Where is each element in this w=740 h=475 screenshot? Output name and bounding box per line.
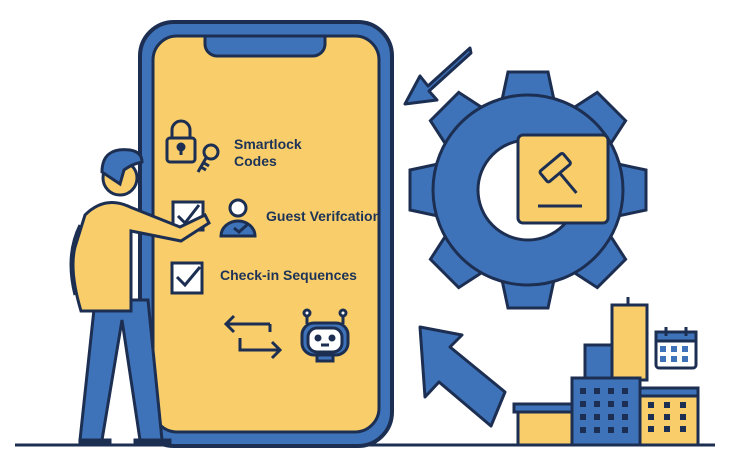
building-window — [608, 414, 614, 420]
building-window — [580, 414, 586, 420]
building-window — [608, 427, 614, 433]
feature-label-smartlock: Smartlock Codes — [234, 136, 302, 170]
building-window — [594, 414, 600, 420]
feature-label-guest-verification: Guest Verifcation — [266, 208, 382, 224]
building-window — [680, 414, 686, 420]
building-window — [682, 356, 688, 362]
building-window — [608, 401, 614, 407]
building-window — [680, 402, 686, 408]
robot-icon — [300, 308, 350, 363]
sync-arrows-icon — [223, 314, 283, 360]
building-window — [648, 426, 654, 432]
checkbox-icon-2 — [170, 261, 204, 295]
building-window — [664, 402, 670, 408]
building-window — [664, 414, 670, 420]
building-window — [648, 402, 654, 408]
arrow-in-bottom-icon — [418, 325, 507, 428]
building-window — [622, 401, 628, 407]
gavel-icon — [516, 133, 610, 225]
lock-key-icon — [165, 119, 220, 173]
buildings — [512, 297, 700, 447]
arrow-in-top-icon — [403, 46, 473, 106]
building-window — [594, 401, 600, 407]
feature-label-check-in: Check-in Sequences — [220, 267, 357, 283]
building-window — [660, 356, 666, 362]
building-window — [682, 346, 688, 352]
building-window — [622, 427, 628, 433]
building-window — [671, 346, 677, 352]
building-window — [680, 426, 686, 432]
building-window — [580, 427, 586, 433]
building-window — [664, 426, 670, 432]
building-window — [622, 414, 628, 420]
building-window — [580, 388, 586, 394]
feature-label-line1: Smartlock — [234, 136, 302, 152]
person — [69, 148, 211, 447]
feature-label-line2: Codes — [234, 153, 277, 169]
building-window — [622, 388, 628, 394]
building-window — [608, 388, 614, 394]
building-window — [594, 388, 600, 394]
user-check-icon — [219, 198, 257, 238]
building-window — [594, 427, 600, 433]
building-window — [671, 356, 677, 362]
building-window — [580, 401, 586, 407]
building-window — [648, 414, 654, 420]
building-window — [660, 346, 666, 352]
